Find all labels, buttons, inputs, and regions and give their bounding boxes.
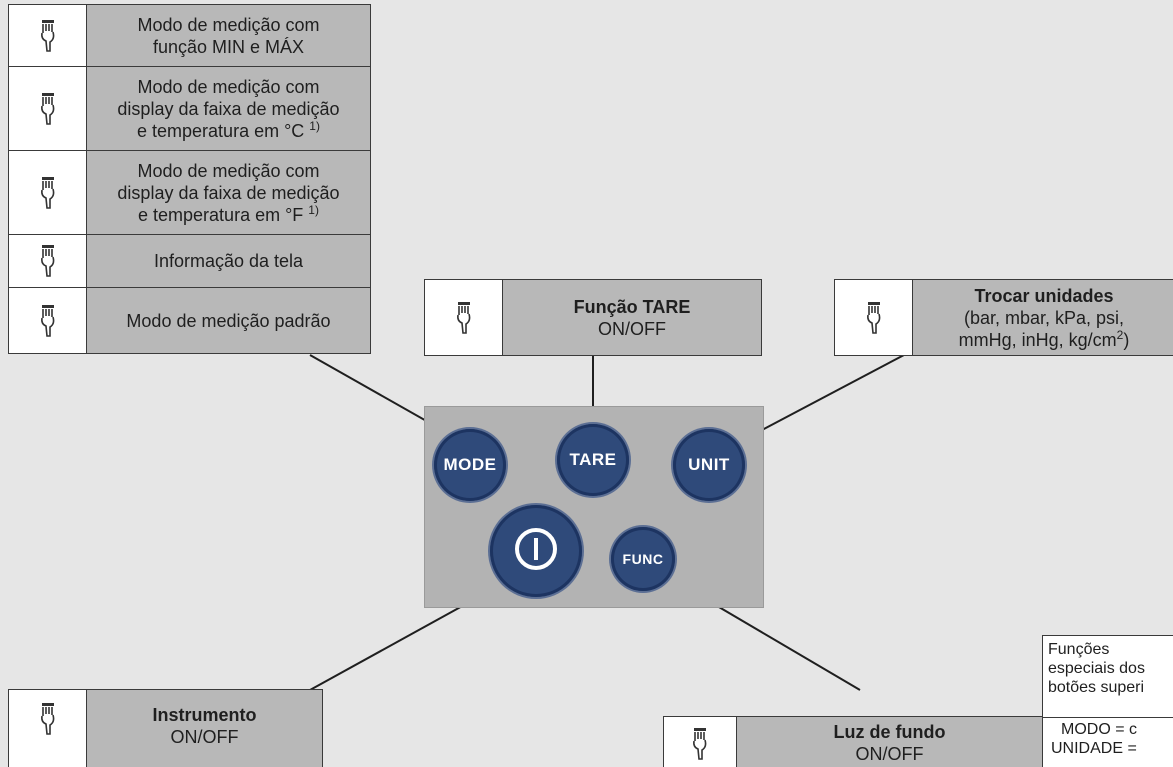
tare-function-text: Função TARE ON/OFF bbox=[503, 280, 761, 355]
special-functions-body: MODO = c UNIDADE = bbox=[1043, 718, 1173, 758]
mode-option-2-line-1: Modo de medição com bbox=[137, 76, 320, 97]
pointing-hand-icon bbox=[9, 690, 87, 767]
pointing-hand-icon bbox=[425, 280, 503, 355]
special-heading-line-2: especiais dos bbox=[1048, 660, 1145, 677]
instrument-power-text: Instrumento ON/OFF bbox=[87, 690, 322, 767]
tare-button-label: TARE bbox=[569, 450, 617, 469]
special-functions-heading: Funções especiais dos botões superi bbox=[1043, 636, 1173, 718]
mode-option-4: Informação da tela bbox=[8, 234, 371, 288]
unit-change-text: Trocar unidades (bar, mbar, kPa, psi, mm… bbox=[913, 280, 1173, 355]
instrument-power-subtitle: ON/OFF bbox=[170, 727, 239, 747]
pointing-hand-icon bbox=[835, 280, 913, 355]
pointing-hand-icon bbox=[9, 288, 87, 353]
mode-option-1: Modo de medição com função MIN e MÁX bbox=[8, 4, 371, 67]
power-button[interactable] bbox=[490, 505, 582, 597]
mode-option-3: Modo de medição com display da faixa de … bbox=[8, 150, 371, 235]
footnote-marker: 1) bbox=[309, 118, 320, 133]
mode-option-2: Modo de medição com display da faixa de … bbox=[8, 66, 371, 151]
backlight-subtitle: ON/OFF bbox=[855, 744, 924, 764]
instrument-power-title: Instrumento bbox=[152, 705, 257, 725]
mode-option-3-line-2: display da faixa de medição bbox=[117, 182, 340, 203]
unit-button-label: UNIT bbox=[688, 455, 730, 474]
mode-option-5-text: Modo de medição padrão bbox=[87, 288, 370, 353]
tare-function-title: Função TARE bbox=[573, 296, 691, 317]
pointing-hand-icon bbox=[9, 67, 87, 150]
mode-option-1-line-1: Modo de medição com bbox=[137, 14, 320, 35]
pointing-hand-icon bbox=[9, 5, 87, 66]
pointing-hand-icon bbox=[664, 717, 737, 767]
tare-button[interactable]: TARE bbox=[557, 424, 629, 496]
mode-button[interactable]: MODE bbox=[434, 429, 506, 501]
special-body-line-2: UNIDADE = bbox=[1051, 740, 1137, 757]
func-button[interactable]: FUNC bbox=[611, 527, 675, 591]
mode-option-3-line-1: Modo de medição com bbox=[137, 160, 320, 181]
backlight-text: Luz de fundo ON/OFF bbox=[737, 717, 1042, 767]
mode-option-2-text: Modo de medição com display da faixa de … bbox=[87, 67, 370, 150]
mode-option-4-line-1: Informação da tela bbox=[153, 251, 304, 271]
mode-option-1-line-2: função MIN e MÁX bbox=[152, 36, 305, 57]
mode-option-5: Modo de medição padrão bbox=[8, 287, 371, 354]
unit-button[interactable]: UNIT bbox=[673, 429, 745, 501]
instrument-power-box: Instrumento ON/OFF bbox=[8, 689, 323, 767]
special-body-line-1: MODO = c bbox=[1061, 721, 1138, 738]
keypad-panel: MODE TARE UNIT FUNC bbox=[424, 406, 764, 608]
mode-button-label: MODE bbox=[443, 455, 497, 474]
special-heading-line-3: botões superi bbox=[1048, 679, 1145, 696]
pointing-hand-icon bbox=[9, 235, 87, 287]
tare-function-subtitle: ON/OFF bbox=[598, 318, 666, 339]
mode-option-3-line-3: e temperatura em °F 1) bbox=[138, 202, 319, 225]
power-icon bbox=[513, 526, 559, 577]
unit-change-line-1: (bar, mbar, kPa, psi, bbox=[963, 307, 1125, 328]
mode-option-3-text: Modo de medição com display da faixa de … bbox=[87, 151, 370, 234]
mode-option-5-line-1: Modo de medição padrão bbox=[126, 310, 331, 331]
pointing-hand-icon bbox=[9, 151, 87, 234]
special-heading-line-1: Funções bbox=[1048, 641, 1110, 658]
connector-unit bbox=[742, 354, 905, 441]
special-functions-box: Funções especiais dos botões superi MODO… bbox=[1042, 635, 1173, 767]
unit-change-box: Trocar unidades (bar, mbar, kPa, psi, mm… bbox=[834, 279, 1173, 356]
unit-change-line-2: mmHg, inHg, kg/cm2) bbox=[958, 327, 1130, 350]
backlight-box: Luz de fundo ON/OFF bbox=[663, 716, 1043, 767]
unit-change-title: Trocar unidades bbox=[974, 285, 1114, 306]
footnote-marker: 1) bbox=[308, 202, 319, 217]
mode-option-2-line-2: display da faixa de medição bbox=[117, 98, 340, 119]
func-button-label: FUNC bbox=[622, 551, 664, 567]
mode-option-2-line-3: e temperatura em °C 1) bbox=[137, 118, 320, 141]
mode-option-4-text: Informação da tela bbox=[87, 235, 370, 287]
mode-option-1-text: Modo de medição com função MIN e MÁX bbox=[87, 5, 370, 66]
tare-function-box: Função TARE ON/OFF bbox=[424, 279, 762, 356]
backlight-title: Luz de fundo bbox=[833, 722, 946, 742]
